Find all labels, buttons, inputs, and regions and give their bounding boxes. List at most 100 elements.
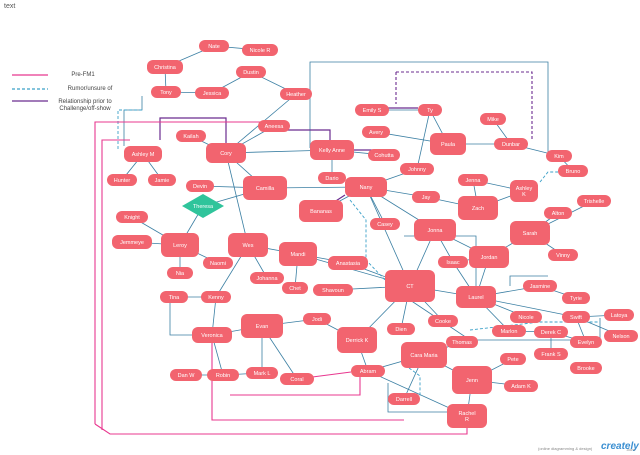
node-shape-adamk [504, 380, 538, 392]
node-nany[interactable]: Nany [345, 177, 387, 197]
node-shape-mandi [279, 242, 317, 266]
node-nate[interactable]: Nate [199, 40, 229, 52]
node-shape-camilla [243, 176, 287, 200]
node-bruno[interactable]: Bruno [558, 165, 588, 177]
node-kenny[interactable]: Kenny [201, 291, 231, 303]
node-danw[interactable]: Dan W [170, 369, 202, 381]
node-label-avery: Avery [369, 130, 383, 136]
node-tony[interactable]: Tony [151, 86, 181, 98]
node-coral[interactable]: Coral [280, 373, 314, 385]
rumor-tony-ashleym [117, 109, 142, 150]
node-label-ct: CT [406, 284, 414, 290]
node-chet[interactable]: Chet [282, 282, 308, 294]
node-cooke[interactable]: Cooke [428, 315, 458, 327]
node-abram[interactable]: Abram [351, 365, 385, 377]
node-emilys[interactable]: Emily S [355, 104, 389, 116]
node-casey[interactable]: Casey [370, 218, 400, 230]
node-mike[interactable]: Mike [480, 113, 506, 125]
node-derekc[interactable]: Derek C [534, 326, 568, 338]
node-ty[interactable]: Ty [418, 104, 442, 116]
node-shape-theresa [182, 194, 224, 218]
node-jordan[interactable]: Jordan [469, 246, 509, 268]
node-tyrie[interactable]: Tyrie [562, 292, 590, 304]
node-evelyn[interactable]: Evelyn [570, 336, 602, 348]
node-nelson[interactable]: Nelson [604, 330, 638, 342]
node-tina[interactable]: Tina [160, 291, 188, 303]
node-christina[interactable]: Christina [147, 60, 183, 74]
node-shape-casey [370, 218, 400, 230]
node-jay[interactable]: Jay [412, 191, 440, 203]
node-jasmine[interactable]: Jasmine [523, 280, 557, 292]
node-jodi[interactable]: Jodi [303, 313, 331, 325]
node-nia[interactable]: Nia [167, 267, 193, 279]
node-markl[interactable]: Mark L [246, 367, 278, 379]
node-jemmeye[interactable]: Jemmeye [112, 235, 152, 249]
node-shape-rachelr [447, 404, 487, 428]
node-cory[interactable]: Cory [206, 143, 246, 163]
node-naomi[interactable]: Naomi [203, 257, 233, 269]
node-zach[interactable]: Zach [458, 196, 498, 220]
node-nicole[interactable]: Nicole [510, 311, 542, 323]
node-johanna[interactable]: Johanna [250, 272, 284, 284]
node-kellyanne[interactable]: Kelly Anne [310, 140, 354, 160]
node-bananas[interactable]: Bananas [299, 200, 343, 222]
node-camilla[interactable]: Camilla [243, 176, 287, 200]
node-darrell[interactable]: Darrell [388, 393, 420, 405]
node-ashleym[interactable]: Ashley M [124, 146, 162, 162]
node-evan[interactable]: Evan [241, 314, 283, 338]
node-wes[interactable]: Wes [228, 233, 268, 257]
node-isaac[interactable]: Isaac [438, 256, 468, 268]
node-anastasia[interactable]: Anastasia [328, 256, 368, 270]
node-sarah[interactable]: Sarah [510, 221, 550, 245]
node-swift[interactable]: Swift [562, 311, 590, 323]
node-hunter[interactable]: Hunter [107, 174, 137, 186]
node-label-nate: Nate [208, 44, 220, 50]
node-label-jonna: Jonna [428, 228, 444, 234]
node-pete[interactable]: Pete [500, 353, 526, 365]
node-kim[interactable]: Kim [546, 150, 572, 162]
node-johnny[interactable]: Johnny [400, 163, 434, 175]
node-marlon[interactable]: Marlon [492, 325, 526, 337]
node-shavoun[interactable]: Shavoun [313, 284, 353, 296]
node-franks[interactable]: Frank S [534, 348, 568, 360]
node-avery[interactable]: Avery [362, 126, 390, 138]
node-jessica[interactable]: Jessica [195, 87, 229, 99]
node-brooke[interactable]: Brooke [570, 362, 602, 374]
node-mandi[interactable]: Mandi [279, 242, 317, 266]
node-adamk[interactable]: Adam K [504, 380, 538, 392]
node-jonna[interactable]: Jonna [414, 219, 456, 241]
node-label-evan: Evan [256, 324, 269, 330]
node-kailah[interactable]: Kailah [176, 130, 206, 142]
node-jamie[interactable]: Jamie [148, 174, 176, 186]
node-dario[interactable]: Dario [318, 172, 346, 184]
node-trishelle[interactable]: Trishelle [577, 195, 611, 207]
node-laurel[interactable]: Laurel [456, 286, 496, 308]
node-devin[interactable]: Devin [186, 180, 214, 192]
node-caramaria[interactable]: Cara Maria [401, 342, 447, 368]
node-nicoler[interactable]: Nicole R [242, 44, 278, 56]
node-jenna[interactable]: Jenna [458, 174, 488, 186]
node-label-caramaria: Cara Maria [410, 353, 438, 359]
node-cohutta[interactable]: Cohutta [368, 149, 400, 161]
node-theresa[interactable]: Theresa [182, 194, 224, 218]
node-thomas[interactable]: Thomas [446, 336, 478, 348]
node-paula[interactable]: Paula [430, 133, 466, 155]
node-label-knight: Knight [124, 215, 140, 221]
node-dunbar[interactable]: Dunbar [494, 138, 528, 150]
node-robin[interactable]: Robin [207, 369, 239, 381]
node-ct[interactable]: CT [385, 270, 435, 302]
node-heather[interactable]: Heather [280, 88, 312, 100]
node-alton[interactable]: Alton [544, 207, 572, 219]
node-dustin[interactable]: Dustin [236, 66, 266, 78]
node-derrickk[interactable]: Derrick K [337, 327, 377, 353]
node-jenn[interactable]: Jenn [452, 366, 492, 394]
node-latoya[interactable]: Latoya [604, 309, 634, 321]
node-leroy[interactable]: Leroy [161, 233, 199, 257]
node-dien[interactable]: Dien [387, 323, 415, 335]
node-vinny[interactable]: Vinny [548, 249, 578, 261]
node-aneesa[interactable]: Aneesa [258, 120, 290, 132]
node-veronica[interactable]: Veronica [192, 327, 232, 343]
node-knight[interactable]: Knight [116, 211, 148, 223]
